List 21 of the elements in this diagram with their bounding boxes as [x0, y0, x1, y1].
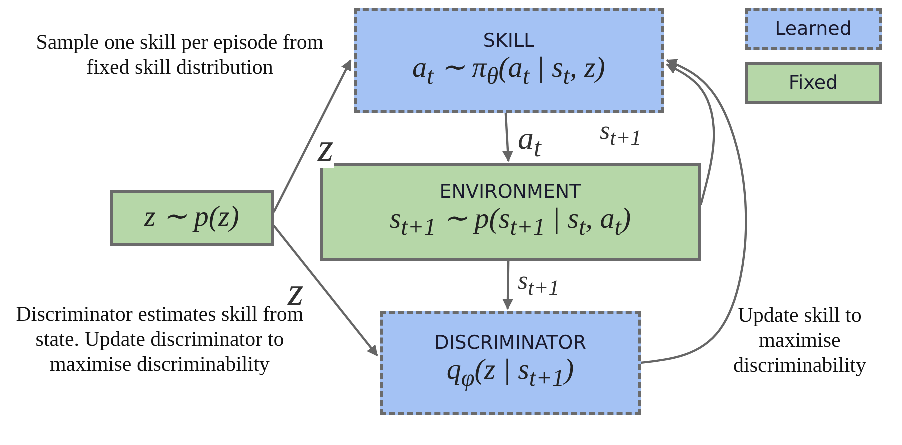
- arrow: [273, 60, 352, 213]
- formula: s$_{t+1}$ ∼ p(s$_{t+1}$ | s$_{t}$, a$_{t}$): [390, 204, 632, 242]
- annotation: Update skill to maximise discriminability: [732, 303, 868, 379]
- arrow: [640, 59, 748, 364]
- box-title: ENVIRONMENT: [440, 182, 582, 204]
- arrow: [666, 64, 716, 206]
- box-title: DISCRIMINATOR: [434, 333, 586, 356]
- legend-swatch: Fixed: [745, 62, 882, 104]
- arrow: [273, 225, 378, 357]
- formula: q$_{φ}$(z | s$_{t+1}$): [446, 355, 574, 393]
- discriminator-box: [380, 311, 641, 415]
- legend-swatch: Learned: [745, 8, 882, 50]
- box-title: SKILL: [483, 30, 535, 53]
- prior-box: [110, 190, 274, 246]
- skill-policy-box: [354, 8, 664, 113]
- arrow: [502, 112, 514, 162]
- formula: z ∼ p(z): [144, 202, 240, 234]
- arrow: [502, 260, 514, 310]
- formula: a$_{t}$ ∼ π$_{θ}$(a$_{t}$ | s$_{t}$, z): [412, 52, 606, 90]
- environment-box: [320, 163, 701, 261]
- annotation: Sample one skill per episode from fixed skill distribution: [35, 30, 325, 80]
